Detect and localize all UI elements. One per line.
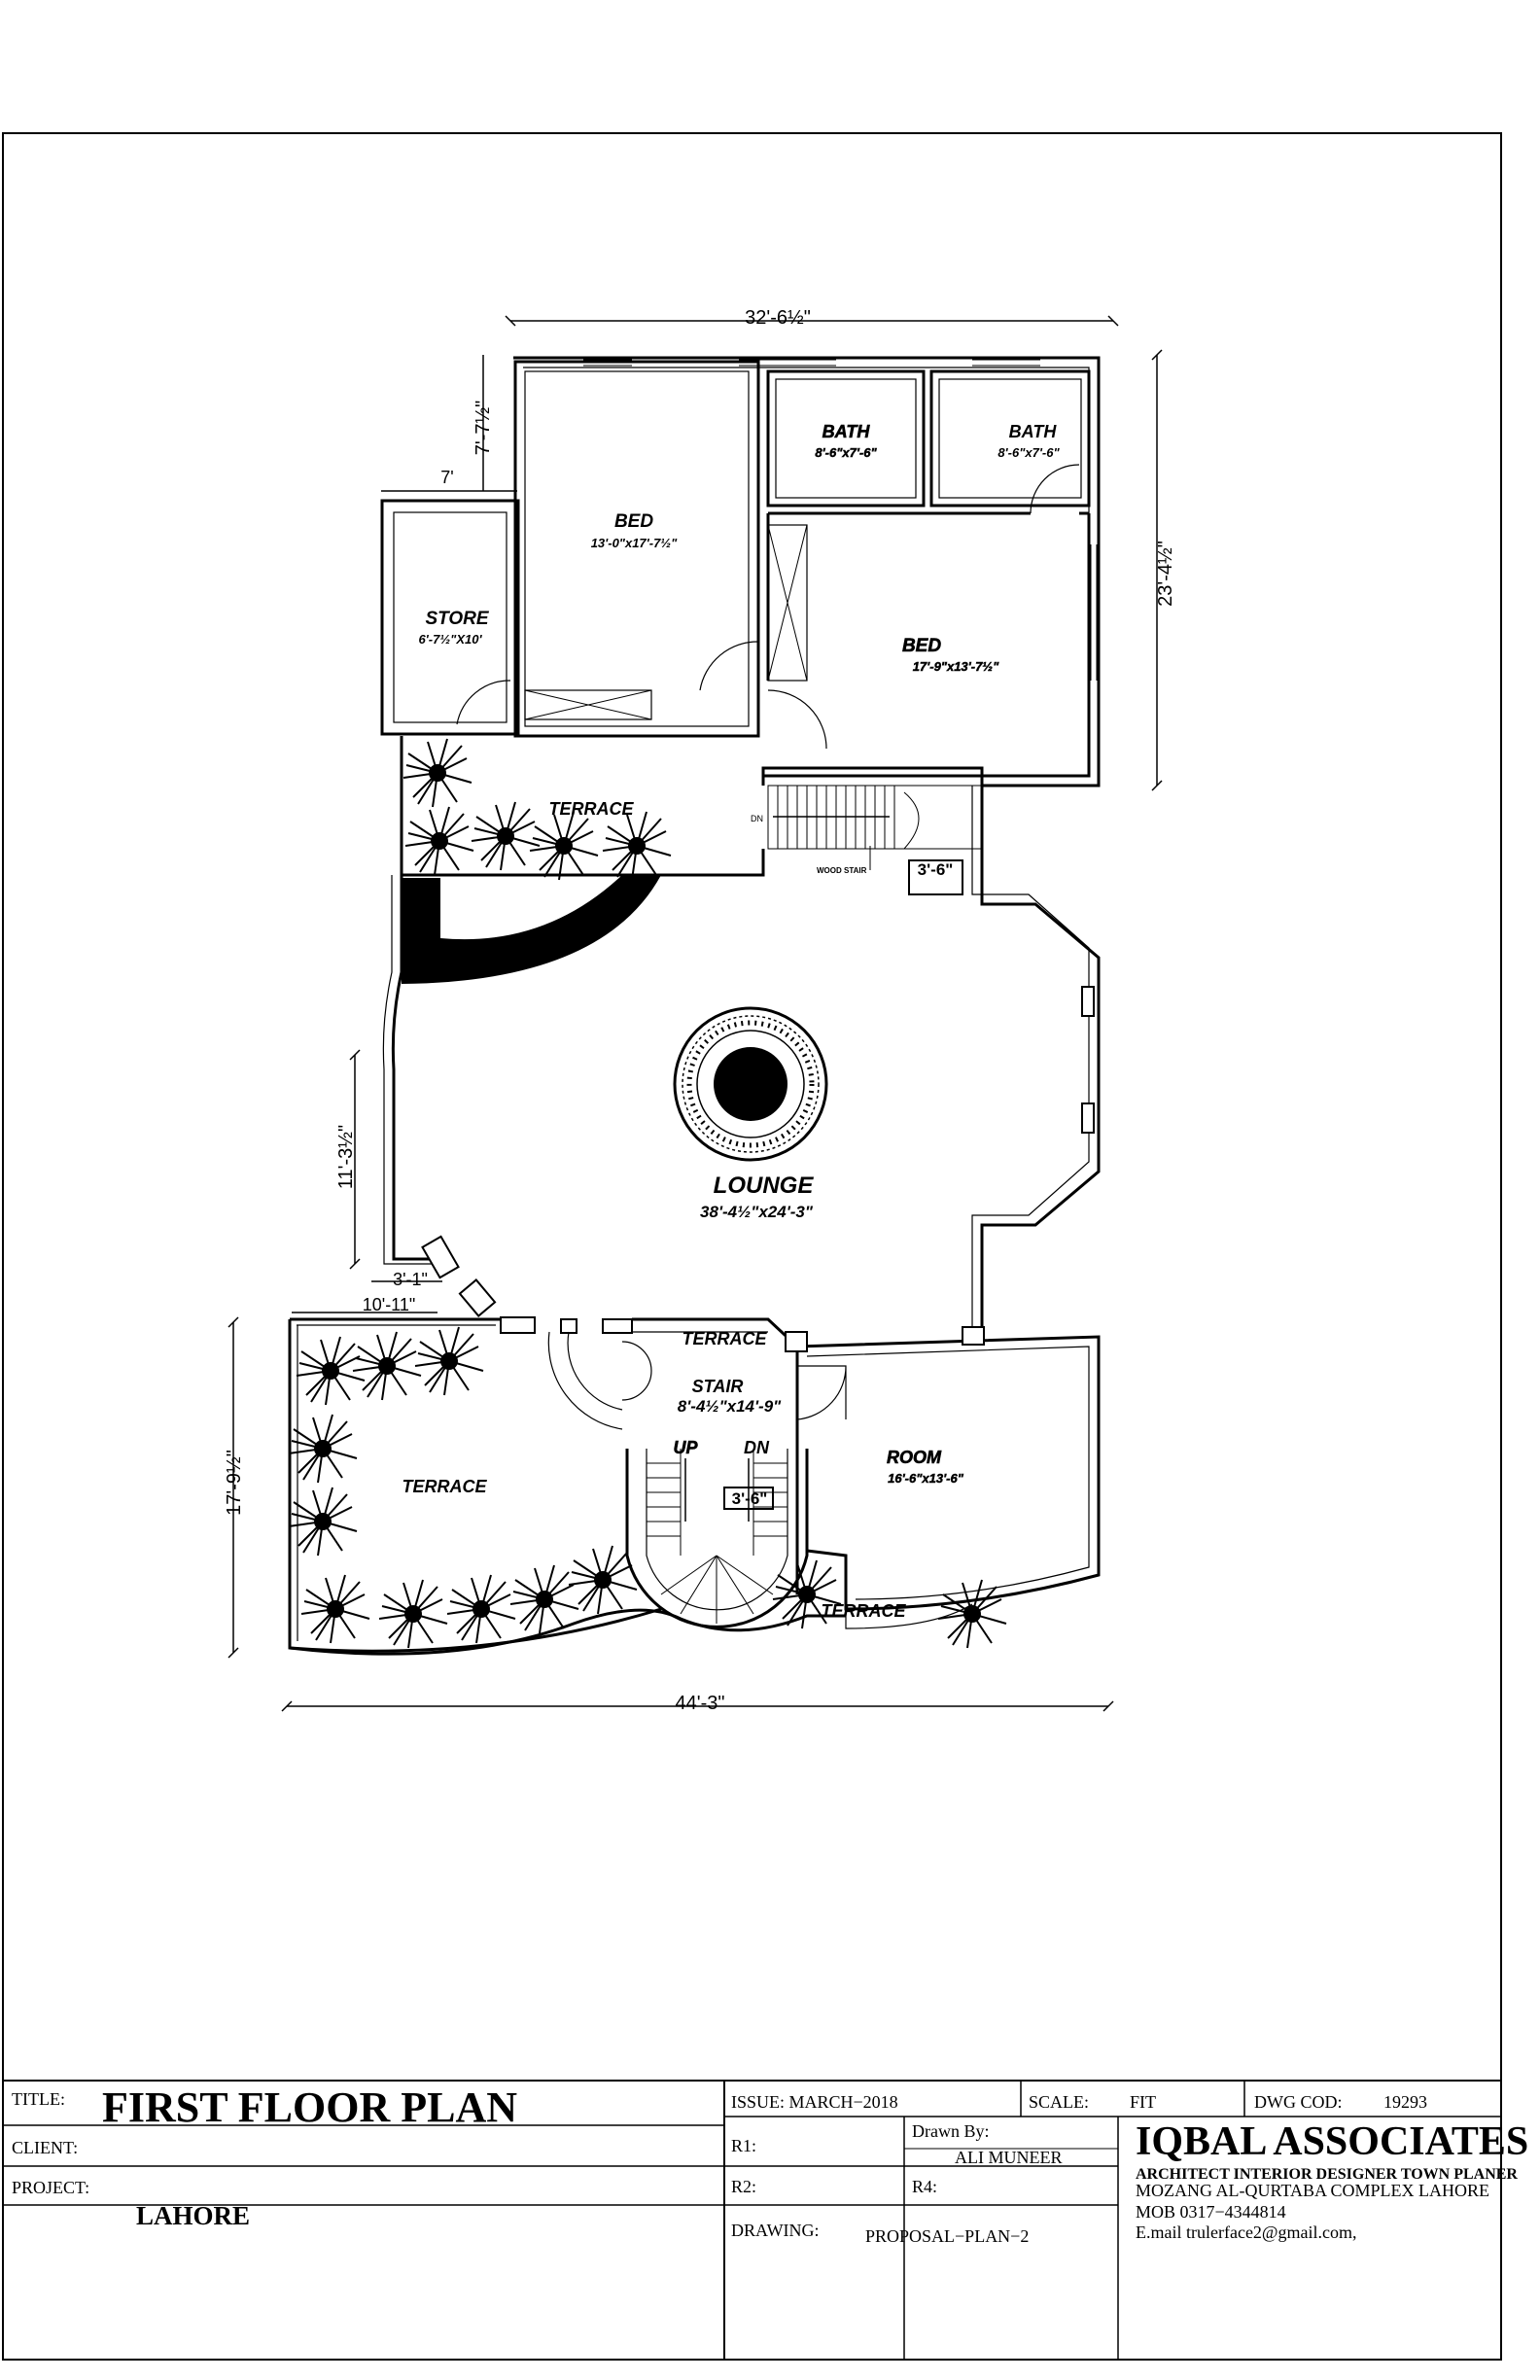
plants: [288, 738, 1007, 1649]
dim-overall-bottom: 44'-3": [676, 1693, 725, 1714]
dim-right-height: 23'-4½": [1155, 541, 1176, 607]
stair-size: 8'-4½"x14'-9": [678, 1397, 782, 1416]
bath1-size: 8'-6"x7'-6": [815, 445, 877, 460]
dim-lounge-left: 11'-3½": [335, 1125, 357, 1189]
room-name: ROOM: [887, 1448, 942, 1467]
terrace-mid-label: TERRACE: [682, 1329, 767, 1348]
drawn-by-value: ALI MUNEER: [955, 2148, 1063, 2167]
terrace-left-label: TERRACE: [402, 1477, 487, 1496]
scale-value: FIT: [1130, 2092, 1156, 2112]
stair-name: STAIR: [692, 1377, 744, 1396]
title-block: [3, 2080, 1501, 2360]
dim-stair-step-bottom: 3'-6": [732, 1489, 768, 1508]
curved-balcony-wall: [402, 875, 661, 984]
bath1-name: BATH: [822, 422, 871, 441]
lounge-size: 38'-4½"x24'-3": [700, 1203, 814, 1221]
dimension-texts: 32'-6½" 23'-4½" 7'-7½" 7' 11'-3½" 3'-1" …: [224, 307, 1176, 1714]
dim-left-lower: 17'-9½": [224, 1450, 245, 1516]
bed2-size: 17'-9"x13'-7½": [913, 659, 999, 674]
dim-stair-step-top: 3'-6": [918, 860, 954, 879]
client-label: CLIENT:: [12, 2138, 78, 2157]
wood-stair: [767, 785, 983, 895]
title-block-texts: TITLE: FIRST FLOOR PLAN CLIENT: PROJECT:…: [12, 2083, 1528, 2246]
dim-terrace-width: 10'-11": [363, 1295, 416, 1314]
drawing-title: FIRST FLOOR PLAN: [102, 2083, 517, 2131]
stair-up-label: UP: [673, 1438, 698, 1457]
bed1-name: BED: [614, 511, 653, 532]
store-name: STORE: [425, 609, 489, 629]
dwg-value: 19293: [1383, 2092, 1427, 2112]
dim-left-upper: 7'-7½": [472, 401, 494, 456]
room-labels: BED 13'-0"x17'-7½" BATH 8'-6"x7'-6" BATH…: [402, 422, 1060, 1621]
firm-email: E.mail trulerface2@gmail.com,: [1136, 2222, 1357, 2242]
lounge-name: LOUNGE: [714, 1172, 815, 1199]
room-size: 16'-6"x13'-6": [888, 1471, 964, 1486]
bed1-size: 13'-0"x17'-7½": [591, 536, 678, 550]
r2-label: R2:: [731, 2177, 756, 2196]
dim-overall-top: 32'-6½": [745, 307, 811, 329]
drawing-label: DRAWING:: [731, 2221, 820, 2240]
scale-label: SCALE:: [1029, 2092, 1089, 2112]
r1-label: R1:: [731, 2136, 756, 2155]
title-label: TITLE:: [12, 2089, 65, 2109]
project-label: PROJECT:: [12, 2178, 89, 2197]
bath2-name: BATH: [1009, 422, 1058, 441]
dim-bay-small: 3'-1": [393, 1270, 428, 1289]
issue-text: ISSUE: MARCH−2018: [731, 2092, 898, 2112]
sheet-border: [2, 132, 1502, 2361]
dwg-label: DWG COD:: [1254, 2092, 1343, 2112]
terrace-bottom-label: TERRACE: [821, 1601, 906, 1621]
r4-label: R4:: [912, 2177, 937, 2196]
stair-dn-label: DN: [744, 1438, 770, 1457]
dimension-lines: [228, 315, 1163, 1712]
bed2-name: BED: [902, 636, 941, 656]
terrace-top-label: TERRACE: [548, 799, 634, 819]
firm-phone: MOB 0317−4344814: [1136, 2202, 1286, 2222]
upper-walls: [380, 356, 1101, 788]
drawing-value: PROPOSAL−PLAN−2: [865, 2226, 1029, 2246]
lounge-walls: [382, 736, 1101, 1334]
firm-line2: MOZANG AL-QURTABA COMPLEX LAHORE: [1136, 2181, 1489, 2200]
firm-name: IQBAL ASSOCIATES: [1136, 2119, 1528, 2164]
firm-line1: ARCHITECT INTERIOR DESIGNER TOWN PLANER: [1136, 2166, 1518, 2183]
dn-small-label: DN: [751, 814, 763, 823]
drawn-by-label: Drawn By:: [912, 2121, 990, 2141]
bath2-size: 8'-6"x7'-6": [998, 445, 1060, 460]
dim-store-width: 7': [440, 468, 453, 487]
lower-walls: [288, 1317, 1101, 1656]
project-value: LAHORE: [136, 2201, 250, 2230]
wood-stair-label: WOOD STAIR: [817, 866, 867, 875]
store-size: 6'-7½"X10': [418, 632, 482, 647]
